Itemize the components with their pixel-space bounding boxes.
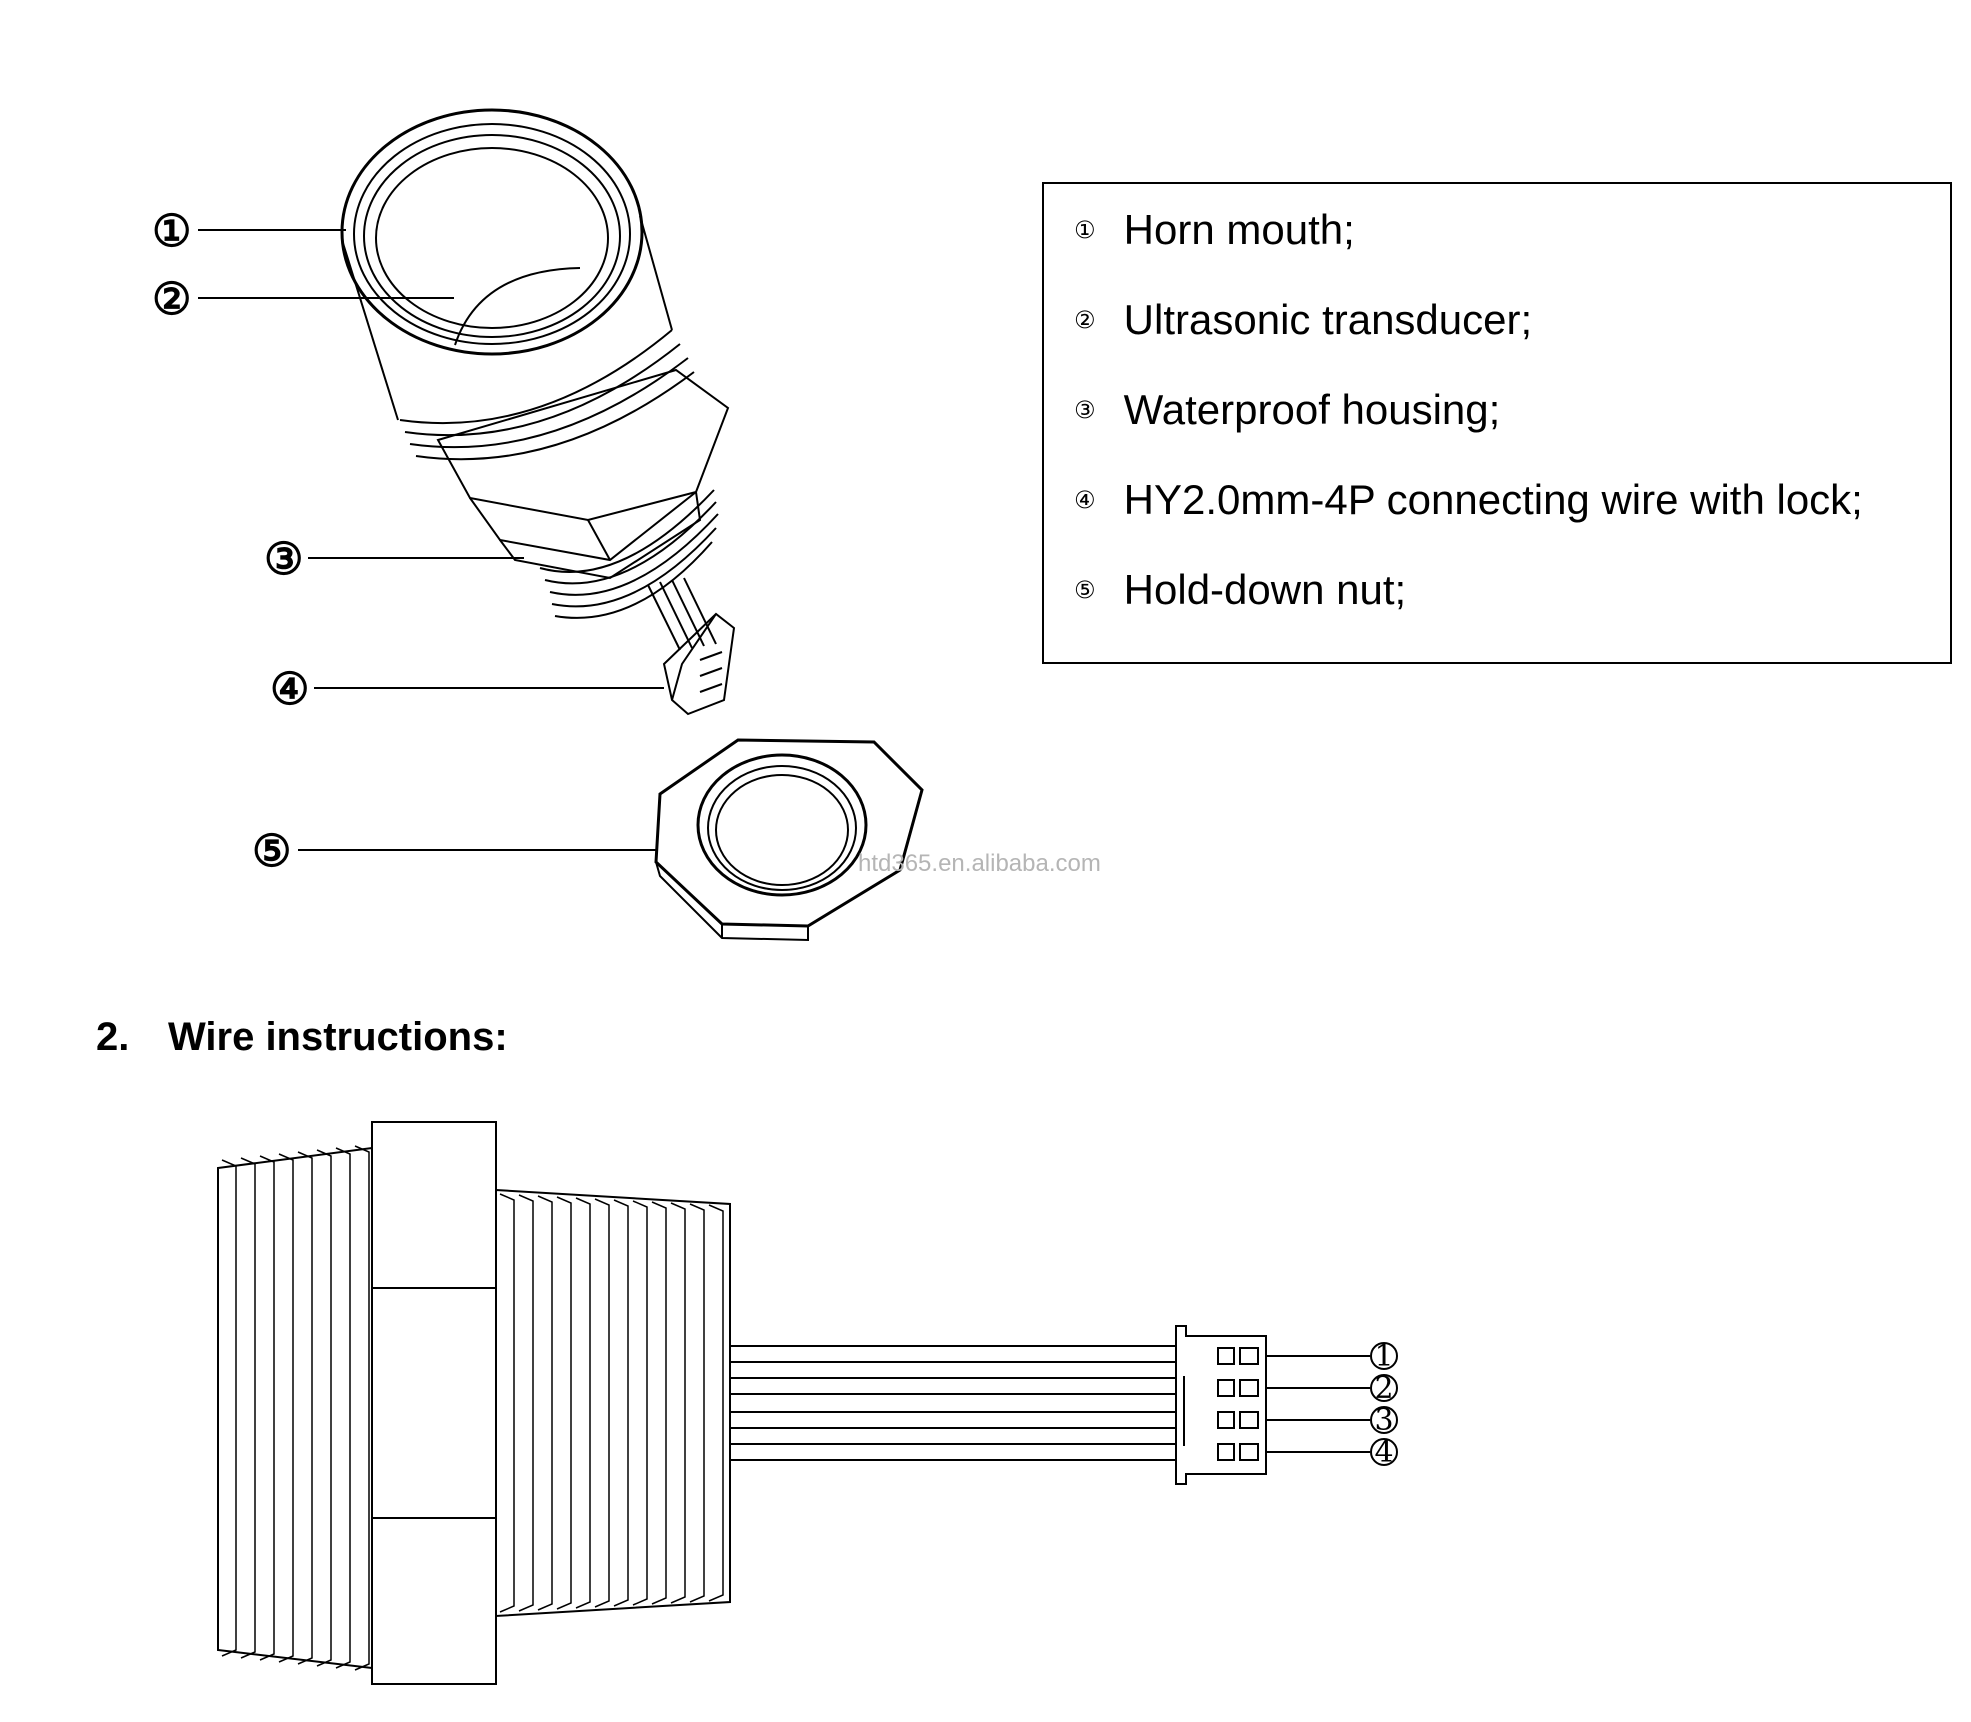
callout-4: ④ [270,664,309,715]
legend-number: ④ [1074,485,1096,514]
legend-text: Horn mouth; [1123,205,1355,253]
legend-item-3: ③ Waterproof housing; [1074,386,1500,431]
legend-box: ① Horn mouth; ② Ultrasonic transducer; ③… [1042,182,1952,664]
legend-text: HY2.0mm-4P connecting wire with lock; [1123,475,1863,523]
legend-item-1: ① Horn mouth; [1074,206,1355,251]
legend-item-5: ⑤ Hold-down nut; [1074,566,1406,611]
section-title: Wire instructions: [168,1015,508,1059]
legend-text: Waterproof housing; [1123,385,1501,433]
watermark: htd365.en.alibaba.com [858,850,1101,877]
legend-number: ② [1074,305,1096,334]
section-number: 2. [96,1015,130,1059]
legend-text: Ultrasonic transducer; [1123,295,1533,343]
section-heading: 2. Wire instructions: [96,1015,508,1060]
callout-2: ② [152,274,191,325]
callout-3: ③ [264,534,303,585]
callout-5: ⑤ [252,826,291,877]
legend-text: Hold-down nut; [1123,565,1407,613]
legend-number: ⑤ [1074,575,1096,604]
legend-item-4: ④ HY2.0mm-4P connecting wire with lock; [1074,476,1863,521]
legend-number: ① [1074,215,1096,244]
callout-1: ① [152,206,191,257]
legend-item-2: ② Ultrasonic transducer; [1074,296,1532,341]
legend-number: ③ [1074,395,1096,424]
